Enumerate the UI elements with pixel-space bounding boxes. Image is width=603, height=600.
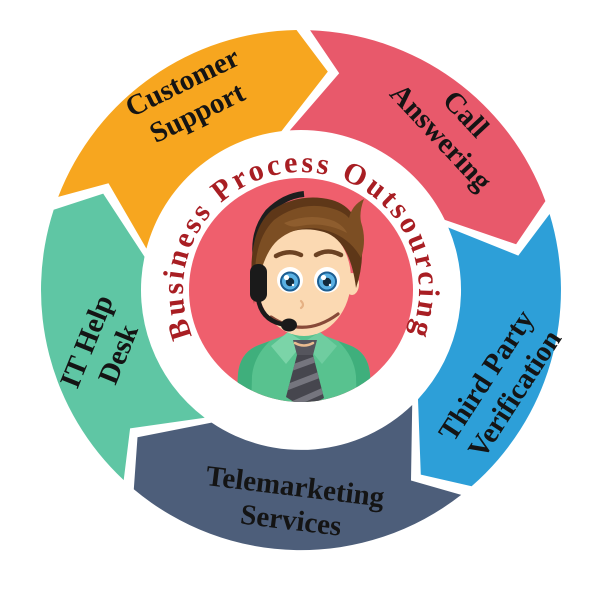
segment-it-help-desk-shape [41, 193, 205, 481]
headset-earpiece [250, 264, 267, 302]
headset-mic [281, 318, 297, 332]
segment-call-answering-shape [289, 30, 546, 245]
eye-right [314, 267, 340, 293]
segment-telemarketing-services-shape [133, 405, 462, 551]
chin-crease [293, 341, 315, 347]
eyebrow-right [313, 249, 344, 258]
eyebrow-left [273, 250, 304, 259]
segment-customer-support-shape [58, 30, 328, 249]
segment-third-party-verification-shape [418, 214, 561, 487]
eye-left [277, 267, 303, 293]
hair-highlight [284, 216, 347, 233]
headset-mic-boom [255, 295, 284, 327]
nose [299, 299, 305, 310]
